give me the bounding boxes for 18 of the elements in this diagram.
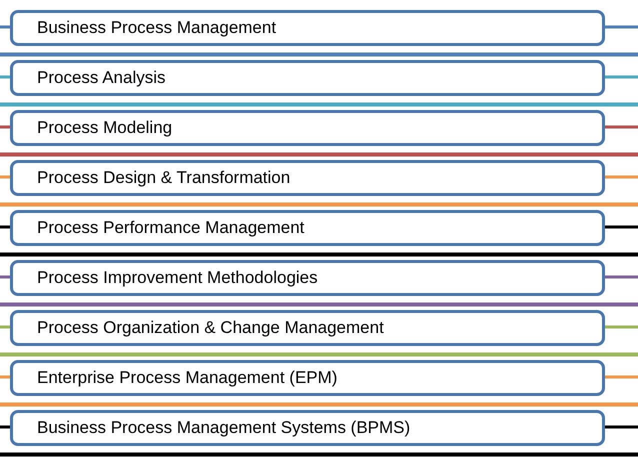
- topic-label: Process Design & Transformation: [37, 168, 290, 188]
- topic-box: [10, 60, 605, 96]
- topic-label: Process Analysis: [37, 68, 166, 88]
- topic-box: [10, 210, 605, 246]
- topic-box: [10, 310, 605, 346]
- topic-box: [10, 160, 605, 196]
- topic-box: [10, 360, 605, 396]
- topic-label: Process Organization & Change Management: [37, 318, 384, 338]
- topic-box: [10, 260, 605, 296]
- topic-box: [10, 410, 605, 446]
- topic-label: Process Performance Management: [37, 218, 304, 238]
- topic-label: Business Process Management: [37, 18, 276, 38]
- topic-box: [10, 110, 605, 146]
- topic-label: Process Improvement Methodologies: [37, 268, 318, 288]
- topic-box: [10, 10, 605, 46]
- topic-label: Process Modeling: [37, 118, 172, 138]
- topic-label: Business Process Management Systems (BPMS): [37, 418, 410, 438]
- topic-label: Enterprise Process Management (EPM): [37, 368, 338, 388]
